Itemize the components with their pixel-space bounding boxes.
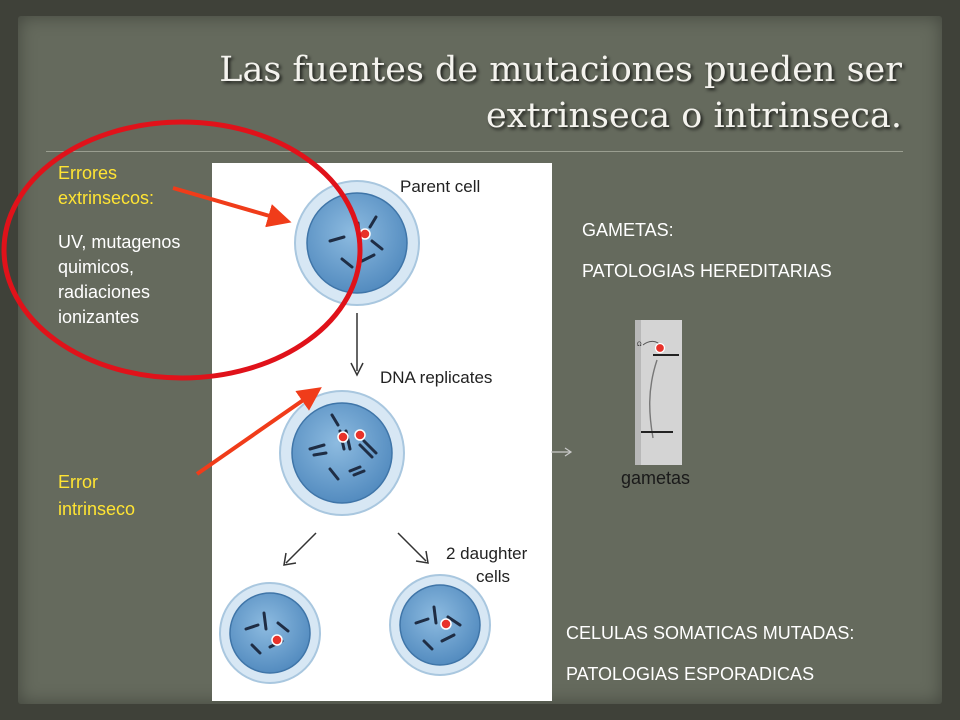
extrinsic-item: quimicos, (58, 257, 135, 277)
mutation-marker (271, 634, 283, 646)
dna-replicates-label: DNA replicates (380, 368, 492, 387)
sporadic-pathology-label: PATOLOGIAS ESPORADICAS (566, 664, 815, 684)
hereditary-pathology-label: PATOLOGIAS HEREDITARIAS (582, 261, 832, 281)
daughter-cells-label-line-2: cells (476, 567, 510, 586)
somatic-heading: CELULAS SOMATICAS MUTADAS: (566, 623, 855, 643)
parent-cell (294, 180, 420, 306)
extrinsic-item: radiaciones (58, 282, 151, 302)
gametes-heading: GAMETAS: (582, 220, 674, 240)
cell-division-svg: Parent cell DNA replicates 2 daughter (219, 177, 528, 684)
split-arrows (283, 532, 429, 566)
daughter-cell-right (389, 574, 491, 676)
extrinsic-item: ionizantes (58, 307, 140, 327)
sperm-micrograph: Ω (635, 320, 682, 465)
parent-cell-label: Parent cell (400, 177, 480, 196)
slide-title-line-1: Las fuentes de mutaciones pueden ser (219, 50, 902, 90)
gametes-caption: gametas (621, 468, 691, 488)
extrinsic-heading-line-1: Errores (58, 163, 118, 183)
slide-title-line-2: extrinseca o intrinseca. (486, 96, 902, 136)
svg-text:Ω: Ω (637, 341, 642, 348)
daughter-cells-label-line-1: 2 daughter (446, 544, 528, 563)
mutation-marker (337, 431, 349, 443)
intrinsic-label-line-2: intrinseco (58, 499, 136, 519)
mutation-marker (354, 429, 366, 441)
cell-division-diagram: Parent cell DNA replicates 2 daughter (212, 163, 552, 701)
intrinsic-label-line-1: Error (58, 472, 98, 492)
extrinsic-heading-line-2: extrinsecos: (58, 188, 155, 208)
mutation-marker (359, 228, 371, 240)
replicating-cell (279, 390, 405, 516)
gamete-pointer-arrow (551, 447, 573, 457)
sperm-image: Ω (635, 320, 682, 465)
mutation-marker (440, 618, 452, 630)
replicate-arrow (350, 313, 364, 377)
daughter-cell-left (219, 582, 321, 684)
title-underline (46, 151, 903, 152)
extrinsic-item: UV, mutagenos (58, 232, 181, 252)
mutation-marker (654, 342, 666, 354)
